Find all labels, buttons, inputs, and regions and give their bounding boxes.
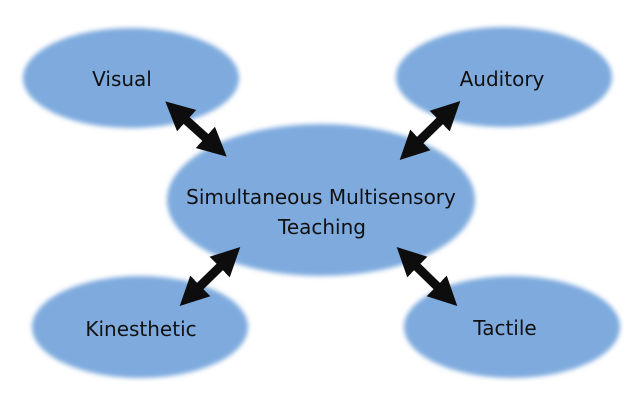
center-label-line1: Simultaneous Multisensory <box>186 185 456 209</box>
arrow-auditory-center <box>399 100 461 161</box>
node-auditory-label: Auditory <box>460 67 545 91</box>
node-tactile-ellipse <box>404 276 620 378</box>
node-tactile-label: Tactile <box>472 316 536 340</box>
center-ellipse <box>167 124 475 276</box>
arrow-tactile-center <box>396 246 458 307</box>
center-label-line2: Teaching <box>277 215 366 239</box>
arrow-kinesthetic-center <box>179 246 241 307</box>
arrow-visual-center <box>165 101 227 157</box>
node-kinesthetic-label: Kinesthetic <box>85 317 196 341</box>
node-visual-label: Visual <box>92 67 152 91</box>
